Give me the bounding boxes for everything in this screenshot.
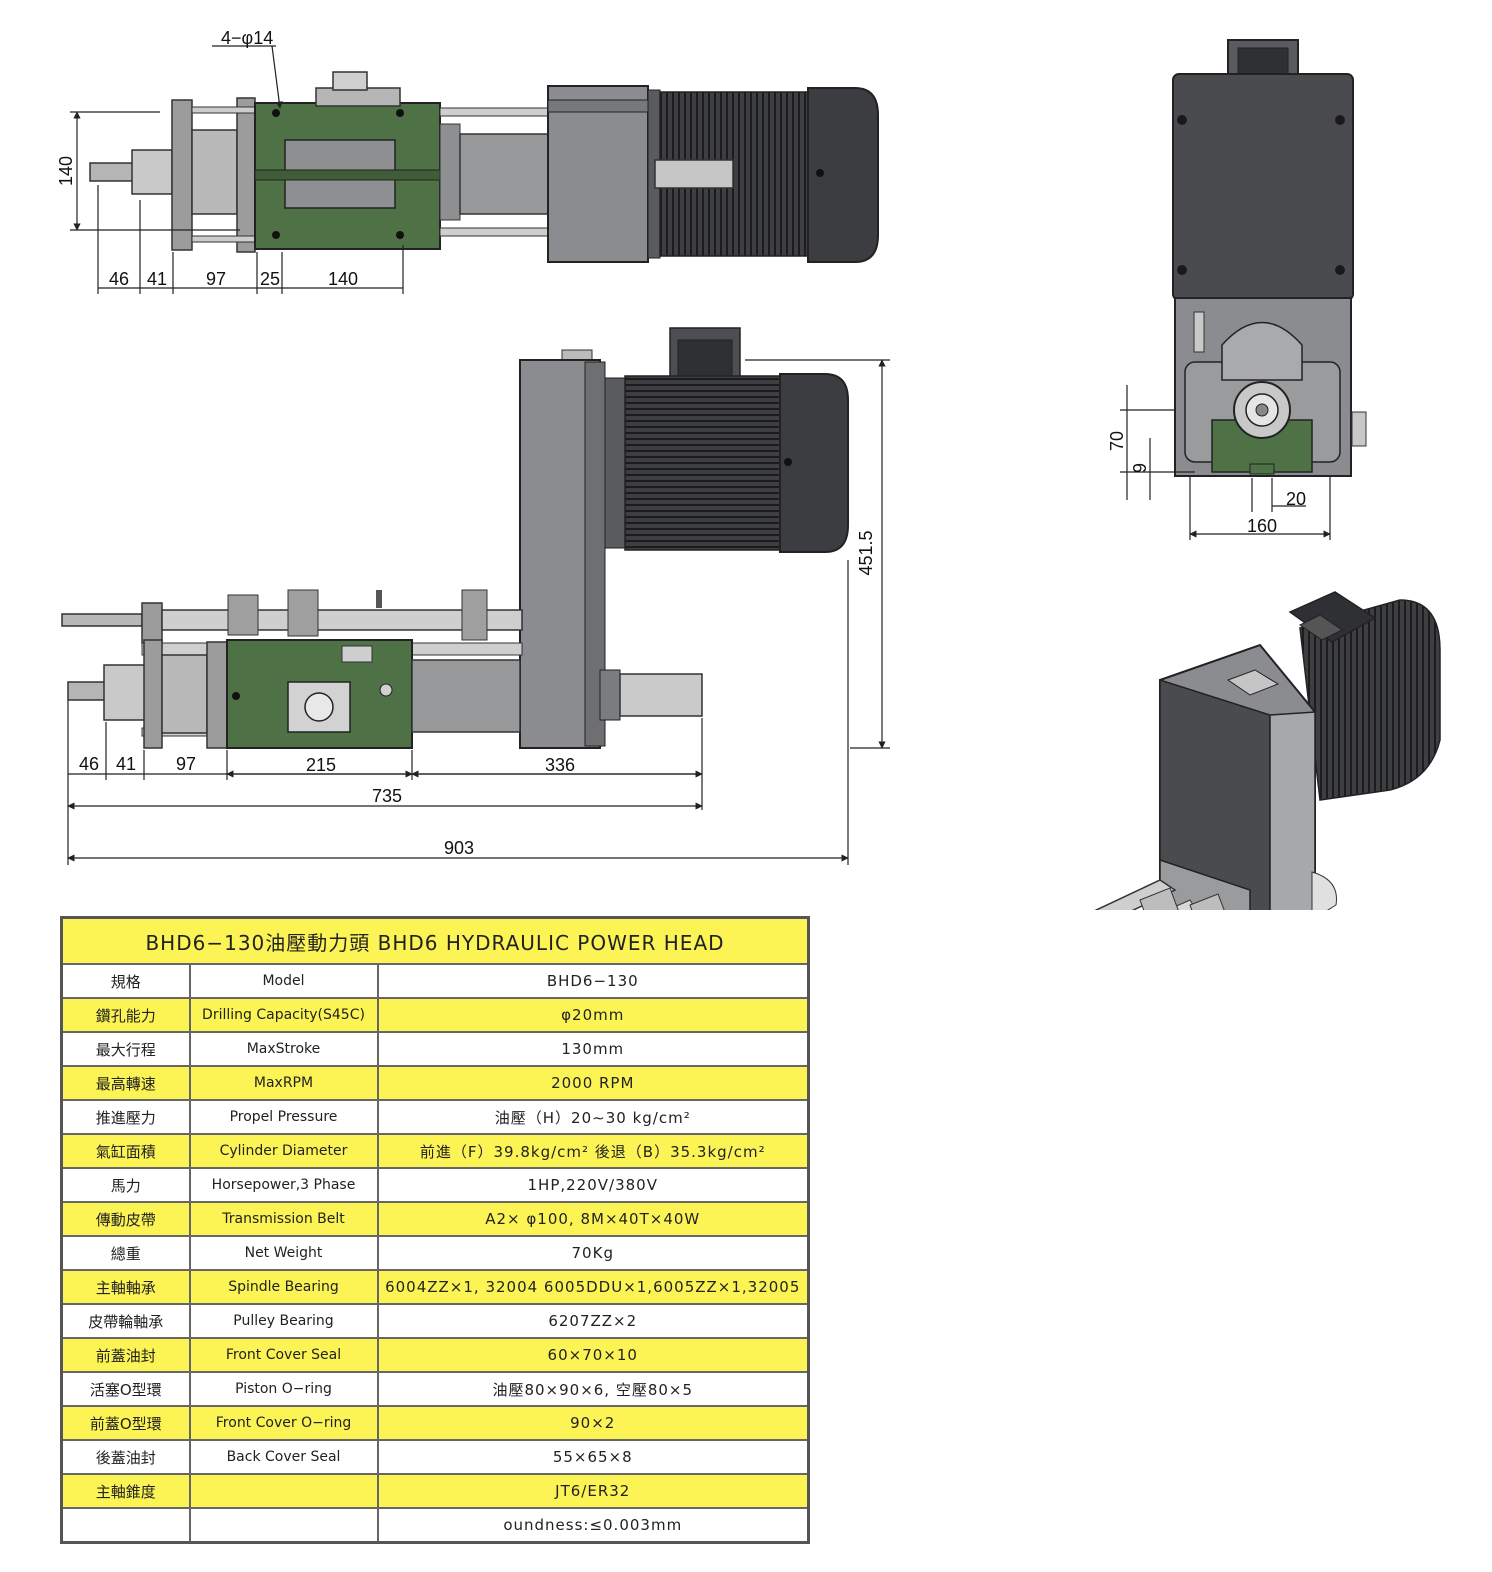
dim-side-46: 46 (79, 754, 99, 774)
spec-value: 6004ZZ×1, 32004 6005DDU×1,6005ZZ×1,32005 (376, 1269, 810, 1305)
spec-label-en: Horsepower,3 Phase (188, 1167, 379, 1203)
spec-value: 油壓80×90×6, 空壓80×5 (376, 1371, 810, 1407)
technical-drawing: 4−φ14 140 46 41 97 25 140 (56, 28, 1441, 910)
spec-label-en: Back Cover Seal (188, 1439, 379, 1475)
spec-value: JT6/ER32 (376, 1473, 810, 1509)
spec-label-zh: 氣缸面積 (60, 1133, 191, 1169)
spec-value: 70Kg (376, 1235, 810, 1271)
side-view (61, 327, 849, 749)
dim-hole-spec: 4−φ14 (221, 28, 273, 48)
spec-label-zh: 後蓋油封 (60, 1439, 191, 1475)
dim-top-140: 140 (328, 269, 358, 289)
spec-value: 60×70×10 (376, 1337, 810, 1373)
dim-side-97: 97 (176, 754, 196, 774)
dim-side-336: 336 (545, 755, 575, 775)
dim-top-46: 46 (109, 269, 129, 289)
spec-label-zh (60, 1507, 191, 1544)
spec-table-title: BHD6−130油壓動力頭 BHD6 HYDRAULIC POWER HEAD (60, 916, 810, 965)
dim-top-height-140: 140 (56, 156, 76, 186)
spec-label-en: Piston O−ring (188, 1371, 379, 1407)
spec-label-zh: 馬力 (60, 1167, 191, 1203)
spec-label-zh: 前蓋油封 (60, 1337, 191, 1373)
spec-label-zh: 最高轉速 (60, 1065, 191, 1101)
spec-label-en: Front Cover O−ring (188, 1405, 379, 1441)
dim-end-160: 160 (1247, 516, 1277, 536)
spec-value: 油壓（H）20∼30 kg/cm² (376, 1099, 810, 1135)
spec-row: 主軸錐度 JT6/ER32 (60, 1473, 810, 1509)
spec-label-zh: 最大行程 (60, 1031, 191, 1067)
spec-label-zh: 主軸軸承 (60, 1269, 191, 1305)
spec-label-en: MaxStroke (188, 1031, 379, 1067)
spec-label-zh: 規格 (60, 963, 191, 999)
spec-label-en: Net Weight (188, 1235, 379, 1271)
spec-value: 前進（F）39.8kg/cm² 後退（B）35.3kg/cm² (376, 1133, 810, 1169)
end-view (1172, 39, 1367, 477)
spec-label-en: Pulley Bearing (188, 1303, 379, 1339)
spec-label-zh: 鑽孔能力 (60, 997, 191, 1033)
spec-label-zh: 皮帶輪軸承 (60, 1303, 191, 1339)
spec-value: 55×65×8 (376, 1439, 810, 1475)
end-view-dimensions (1120, 385, 1331, 540)
dim-side-215: 215 (306, 755, 336, 775)
spec-label-en: Drilling Capacity(S45C) (188, 997, 379, 1033)
spec-label-en: Spindle Bearing (188, 1269, 379, 1305)
spec-row: oundness:≤0.003mm (60, 1507, 810, 1544)
spec-table: BHD6−130油壓動力頭 BHD6 HYDRAULIC POWER HEAD … (60, 916, 810, 1544)
spec-value: 1HP,220V/380V (376, 1167, 810, 1203)
spec-label-zh: 推進壓力 (60, 1099, 191, 1135)
spec-label-zh: 總重 (60, 1235, 191, 1271)
dim-top-25: 25 (260, 269, 280, 289)
spec-value: BHD6−130 (376, 963, 810, 999)
spec-value: oundness:≤0.003mm (376, 1507, 810, 1544)
spec-label-en: Front Cover Seal (188, 1337, 379, 1373)
isometric-view (1094, 591, 1441, 910)
dim-end-9: 9 (1130, 463, 1150, 473)
spec-label-en: MaxRPM (188, 1065, 379, 1101)
spec-label-zh: 傳動皮帶 (60, 1201, 191, 1237)
dim-side-height-451-5: 451.5 (856, 530, 876, 575)
top-view-dimensions (70, 45, 404, 294)
spec-value: 130mm (376, 1031, 810, 1067)
spec-value: 2000 RPM (376, 1065, 810, 1101)
side-view-dimensions (67, 359, 890, 865)
dim-side-41: 41 (116, 754, 136, 774)
spec-label-en (188, 1507, 379, 1544)
dim-end-20: 20 (1286, 489, 1306, 509)
spec-value: 90×2 (376, 1405, 810, 1441)
dim-top-41: 41 (147, 269, 167, 289)
spec-value: 6207ZZ×2 (376, 1303, 810, 1339)
dim-side-735: 735 (372, 786, 402, 806)
spec-value: φ20mm (376, 997, 810, 1033)
spec-label-zh: 主軸錐度 (60, 1473, 191, 1509)
top-view (89, 71, 879, 263)
dim-side-903: 903 (444, 838, 474, 858)
spec-label-zh: 前蓋O型環 (60, 1405, 191, 1441)
spec-label-en: Model (188, 963, 379, 999)
spec-label-en: Cylinder Diameter (188, 1133, 379, 1169)
spec-label-en (188, 1473, 379, 1509)
spec-label-zh: 活塞O型環 (60, 1371, 191, 1407)
spec-label-en: Transmission Belt (188, 1201, 379, 1237)
dim-end-70: 70 (1107, 431, 1127, 451)
spec-table-title-row: BHD6−130油壓動力頭 BHD6 HYDRAULIC POWER HEAD (60, 916, 810, 965)
dim-top-97: 97 (206, 269, 226, 289)
spec-label-en: Propel Pressure (188, 1099, 379, 1135)
spec-value: A2× φ100, 8M×40T×40W (376, 1201, 810, 1237)
